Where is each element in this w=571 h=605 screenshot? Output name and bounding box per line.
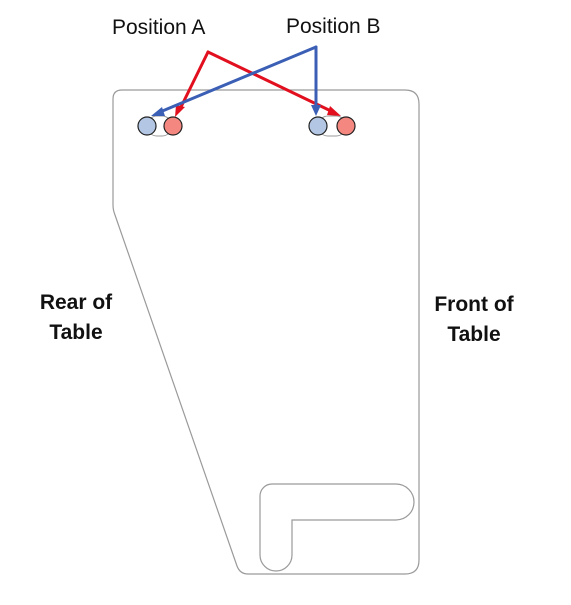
hole-position-a-front (336, 116, 356, 136)
l-shaped-cutout (259, 483, 415, 572)
arrow-a-to-rear-shaft (178, 50, 210, 111)
position-b-label: Position B (286, 15, 381, 38)
arrow-b-to-rear-shaft (158, 45, 318, 114)
hole-position-b-front (308, 116, 328, 136)
arrow-b-to-rear-head (151, 107, 165, 116)
arrow-a-to-front-shaft (206, 50, 335, 114)
rear-label-line1: Rear of (39, 291, 113, 314)
position-a-label: Position A (112, 16, 206, 39)
front-label-line2: Table (447, 323, 501, 346)
hole-position-b-rear (137, 116, 157, 136)
rear-of-table-label: Rear of Table (34, 288, 118, 348)
front-of-table-label: Front of Table (424, 290, 524, 350)
arrow-a-to-rear-head (175, 105, 185, 117)
hole-position-a-rear (163, 116, 183, 136)
table-plate-outline (112, 89, 420, 575)
arrow-a-to-front-head (327, 106, 341, 116)
rear-label-line2: Table (49, 321, 103, 344)
front-label-line1: Front of (434, 293, 514, 316)
arrow-b-to-front-head (311, 105, 321, 116)
